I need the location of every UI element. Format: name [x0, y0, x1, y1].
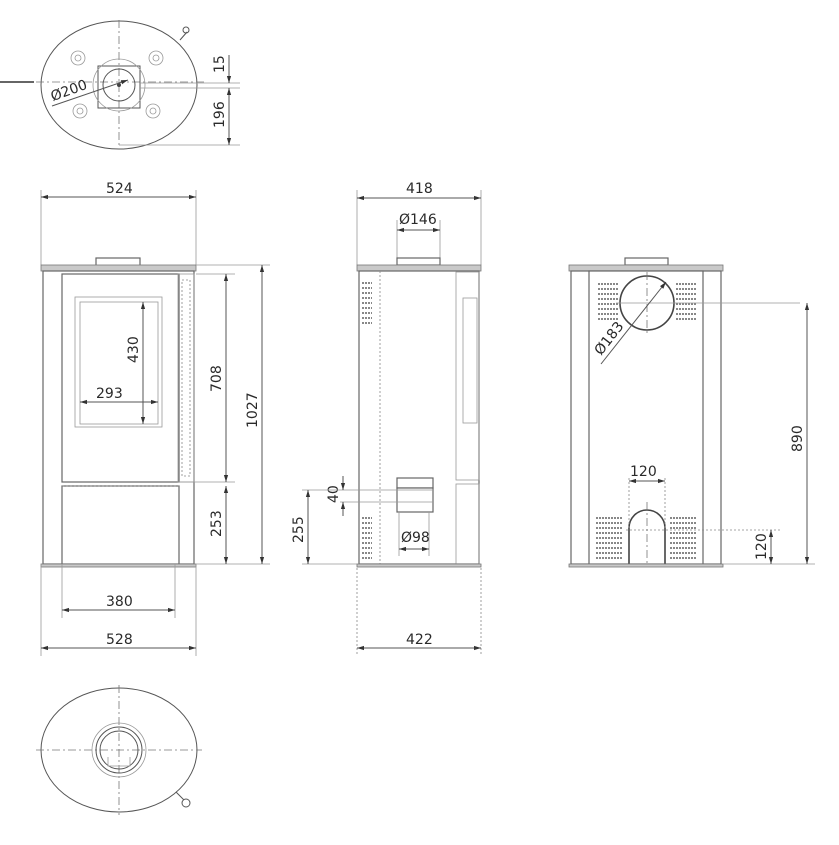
dim-side-flue-diameter: Ø146	[399, 212, 437, 228]
dim-side-top-depth: 418	[406, 181, 433, 197]
ash-drawer	[61, 485, 180, 565]
dim-top-flue-diameter: Ø200	[49, 77, 90, 105]
dim-air-inlet-height: 40	[326, 485, 342, 503]
dim-door-height: 708	[209, 365, 225, 392]
top-view: Ø200 15 196	[0, 20, 240, 150]
handle-knob-icon	[181, 798, 191, 808]
dim-top-offset: 15	[212, 55, 228, 73]
dim-air-inlet-elevation: 255	[291, 516, 307, 543]
dim-inner-base-width: 380	[106, 594, 133, 610]
rear-view: Ø183 120 12	[568, 257, 815, 568]
dim-air-inlet-diameter: Ø98	[401, 530, 430, 546]
handle-knob-icon	[182, 26, 190, 34]
top-plate	[40, 264, 197, 272]
dim-air-opening-width: 120	[630, 464, 657, 480]
side-view: 418 Ø146 40	[291, 181, 482, 656]
bottom-view	[36, 685, 202, 815]
air-inlet-collar	[396, 477, 434, 489]
bottom-flue-ring	[99, 730, 139, 770]
dim-side-base-depth: 422	[406, 632, 433, 648]
dim-top-depth: 196	[212, 101, 228, 128]
dim-base-width: 528	[106, 632, 133, 648]
dim-front-top-width: 524	[106, 181, 133, 197]
flue-collar	[97, 65, 141, 109]
dim-rear-flue-elevation: 890	[790, 425, 806, 452]
flue-opening	[102, 68, 136, 102]
glass-window	[74, 296, 163, 428]
dim-drawer-height: 253	[209, 510, 225, 537]
front-view: 524 430 293 708 253 1027 380 528	[40, 181, 270, 656]
dim-glass-width: 293	[96, 386, 123, 402]
door	[61, 273, 180, 483]
side-body	[358, 270, 480, 565]
dim-air-opening-height: 120	[754, 533, 770, 560]
dim-total-height: 1027	[245, 392, 261, 428]
dim-glass-height: 430	[126, 336, 142, 363]
